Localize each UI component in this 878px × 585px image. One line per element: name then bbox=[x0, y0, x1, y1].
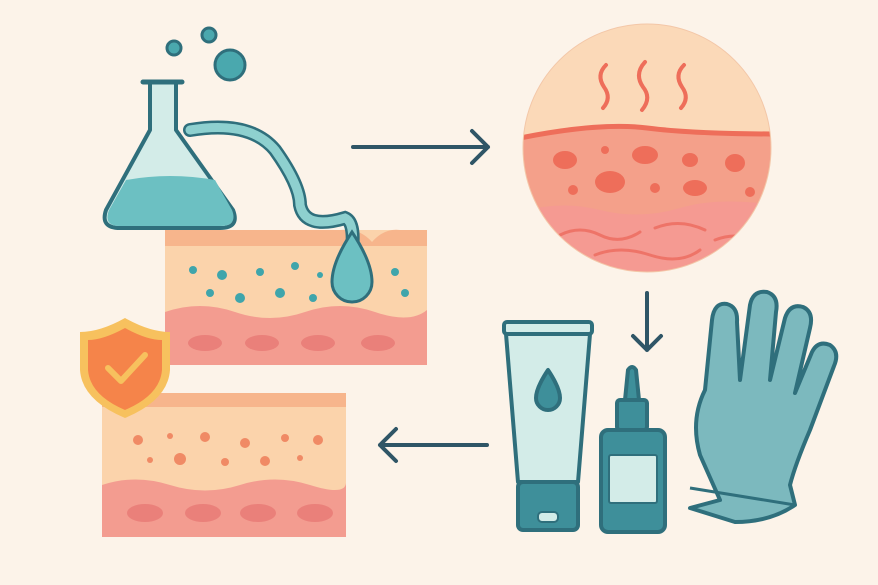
flask-icon bbox=[102, 79, 237, 230]
heat-waves-icon bbox=[598, 60, 688, 112]
irritated-skin-icon bbox=[523, 24, 771, 272]
dropper-bottle-icon bbox=[599, 365, 667, 534]
glove-icon bbox=[688, 289, 839, 524]
cream-tube-icon bbox=[502, 320, 594, 532]
healthy-skin-icon bbox=[102, 393, 346, 537]
bubbles-icon bbox=[165, 26, 247, 82]
skin-layer-icon bbox=[165, 229, 427, 365]
arrow-left-icon bbox=[378, 427, 489, 463]
arrow-right-icon bbox=[351, 129, 490, 165]
droplet-icon bbox=[330, 229, 374, 304]
shield-check-icon bbox=[80, 318, 170, 418]
arrow-down-icon bbox=[631, 291, 663, 352]
